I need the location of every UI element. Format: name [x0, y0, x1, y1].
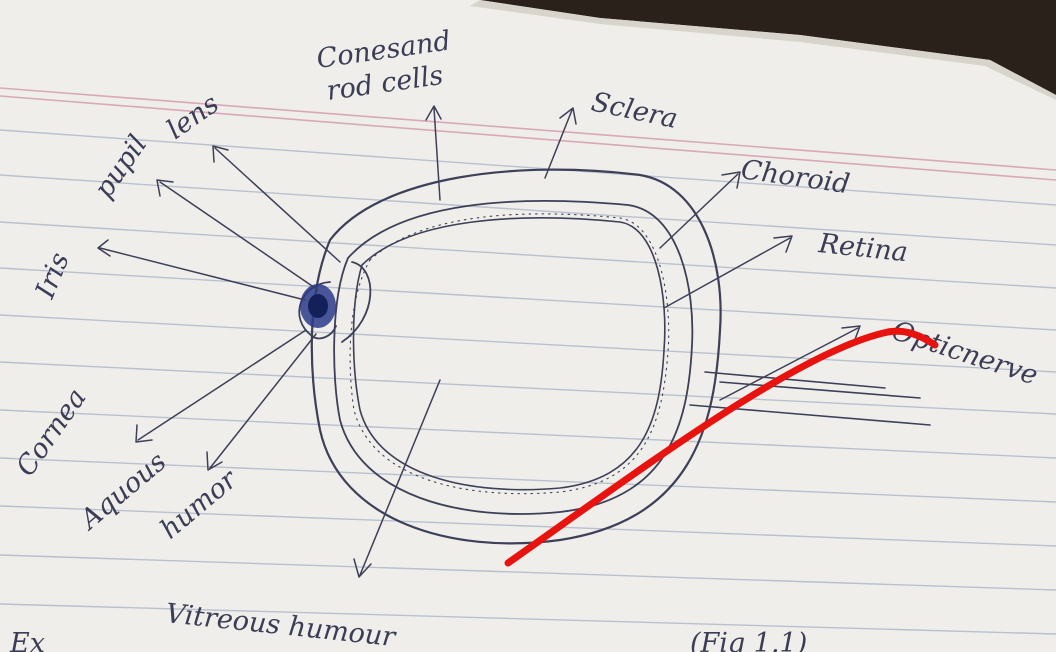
- arrow-pupil: [157, 180, 318, 290]
- label-pupil: pupil: [88, 130, 153, 204]
- arrow-vitreous: [354, 380, 440, 577]
- sclera-outline: [312, 170, 721, 544]
- label-optic-nerve: Opticnerve: [888, 315, 1042, 391]
- corner-text: Ex: [9, 628, 45, 652]
- labels: Conesand rod cells Sclera lens pupil Iri…: [9, 25, 1042, 652]
- arrow-aqueous: [207, 334, 316, 470]
- arrow-lens: [213, 146, 340, 262]
- arrow-cones-rods: [426, 106, 441, 200]
- label-choroid: Choroid: [739, 154, 852, 200]
- label-aqueous-line2: humor: [155, 463, 245, 546]
- arrow-choroid: [660, 172, 740, 248]
- figure-caption: (Fig 1.1): [690, 628, 807, 652]
- pupil-center: [308, 294, 328, 318]
- arrow-retina: [664, 236, 792, 308]
- label-sclera: Sclera: [589, 87, 681, 135]
- arrow-cornea: [136, 330, 306, 442]
- arrow-sclera: [545, 108, 576, 178]
- label-lens: lens: [161, 88, 225, 145]
- label-vitreous: Vitreous humour: [164, 598, 398, 652]
- label-iris: Iris: [29, 248, 75, 303]
- retina-outline: [354, 218, 665, 490]
- arrow-iris: [98, 240, 305, 300]
- lens-shape: [342, 262, 370, 342]
- arrow-optic-nerve: [720, 326, 860, 400]
- cones-rods-hatching: [350, 214, 669, 494]
- label-cornea: Cornea: [10, 383, 92, 482]
